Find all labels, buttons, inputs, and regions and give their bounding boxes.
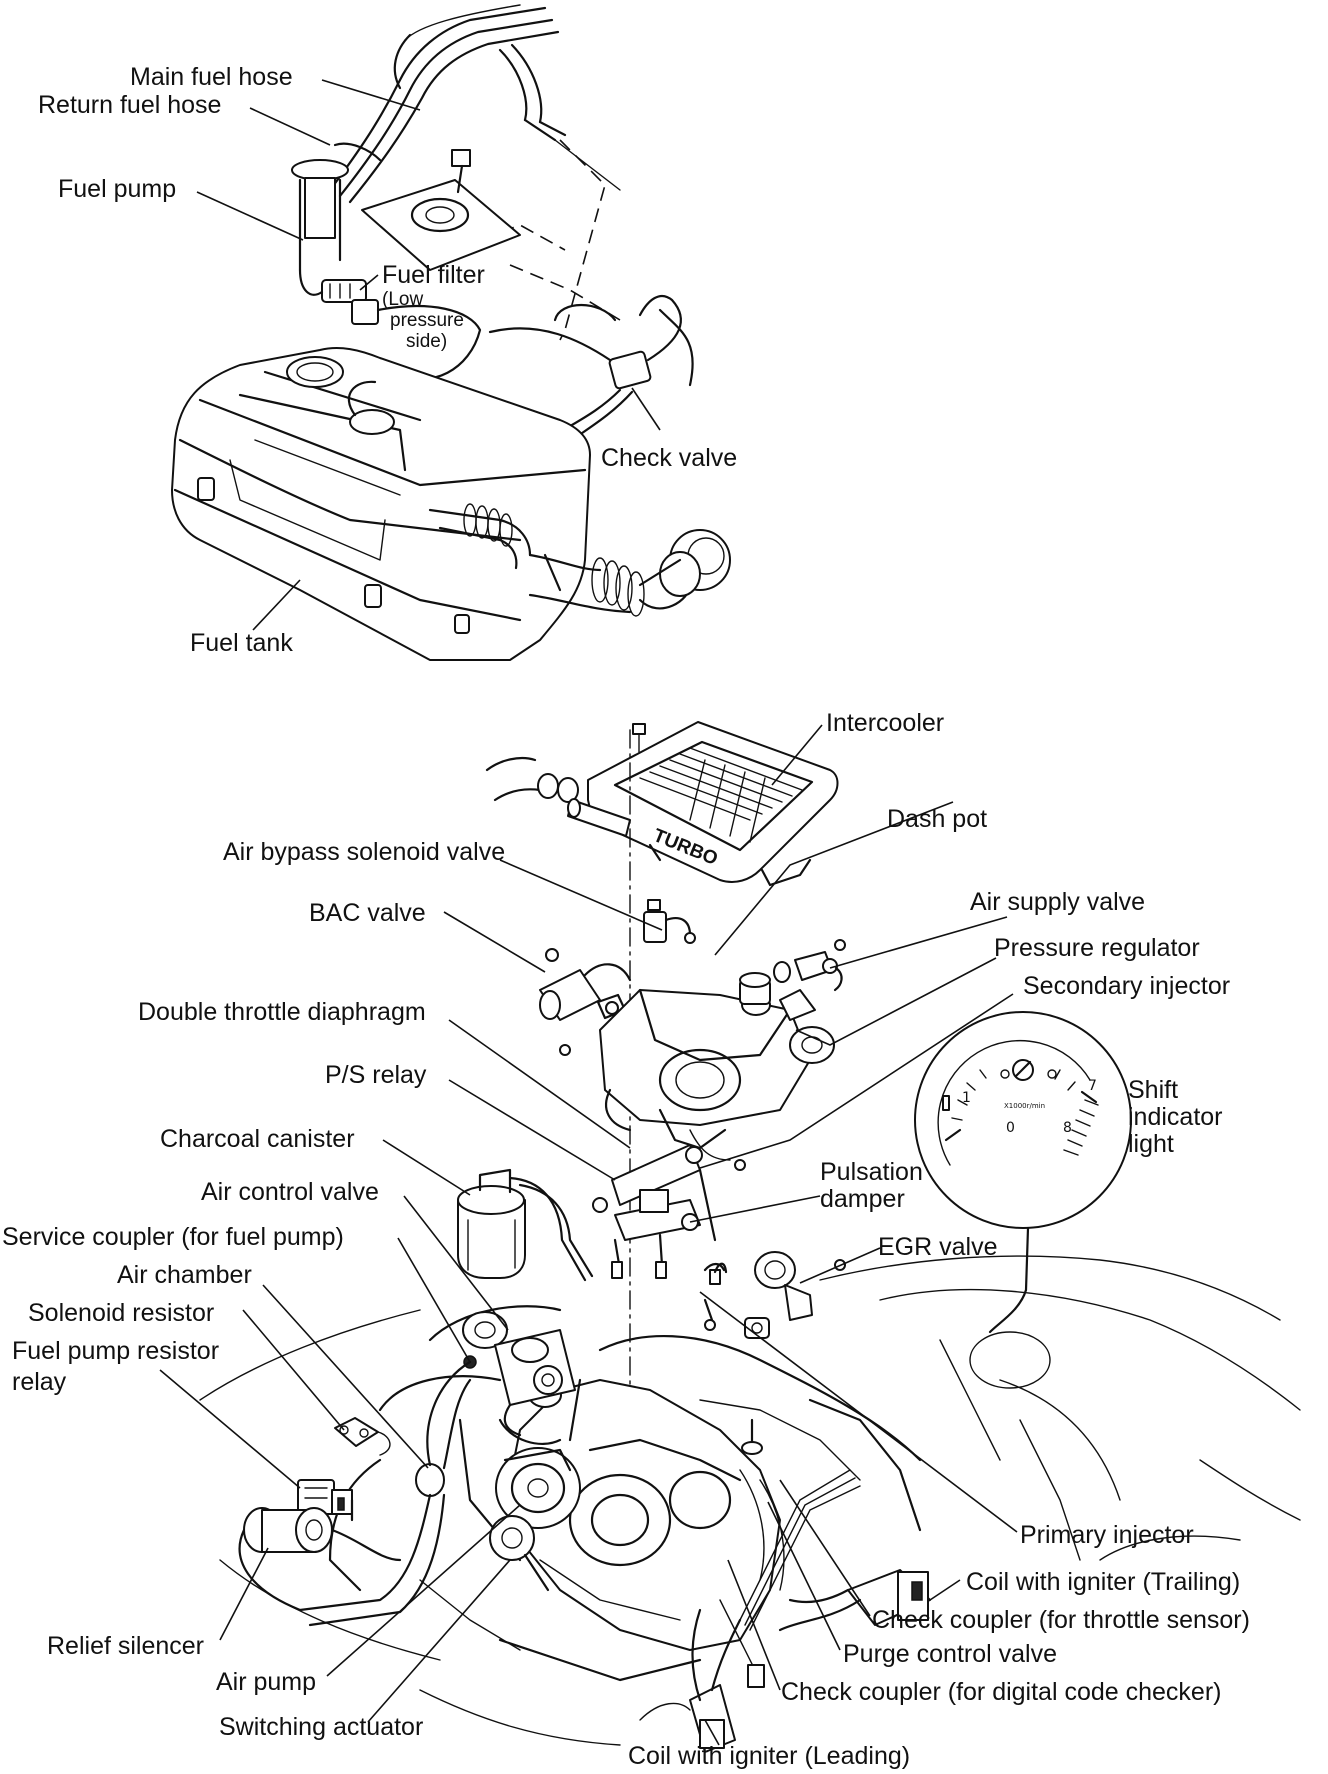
gauge-ticks <box>951 1069 1076 1121</box>
label-check-coupler-throttle: Check coupler (for throttle sensor) <box>872 1606 1250 1634</box>
fuel-pump-resistor-relay <box>297 1479 354 1522</box>
relief-silencer <box>238 1507 402 1612</box>
label-switching-actuator: Switching actuator <box>219 1713 423 1741</box>
label-intercooler: Intercooler <box>826 709 944 737</box>
leader-lines <box>159 79 1018 1746</box>
solenoid-resistor <box>334 1417 391 1456</box>
label-air-control-valve: Air control valve <box>201 1178 379 1206</box>
red-zone-hatch <box>1063 1099 1099 1156</box>
label-relief-silencer: Relief silencer <box>47 1632 204 1660</box>
fuel-pump-plate <box>361 149 521 271</box>
label-primary-injector: Primary injector <box>1020 1521 1194 1549</box>
label-fuel-filter-note-2: pressure <box>390 310 464 331</box>
fuel-system-illustration <box>171 4 731 661</box>
filler-hose-corrugation <box>463 503 645 617</box>
fuel-pump <box>291 142 382 325</box>
label-fuel-pump: Fuel pump <box>58 175 176 203</box>
coil-with-igniter-trailing <box>778 1569 931 1632</box>
gauge-number-1: 1 <box>962 1090 971 1106</box>
bac-valve <box>539 963 632 1021</box>
label-fuel-filter: Fuel filter <box>382 261 485 289</box>
label-shift-indicator-2: indicator <box>1128 1103 1223 1131</box>
label-shift-indicator-1: Shift <box>1128 1076 1178 1104</box>
engine-block <box>328 1305 922 1682</box>
label-ps-relay: P/S relay <box>325 1061 427 1089</box>
label-double-throttle-diaphragm: Double throttle diaphragm <box>138 998 426 1026</box>
egr-valve <box>703 1251 813 1339</box>
label-air-pump: Air pump <box>216 1668 316 1696</box>
label-pulsation-damper-1: Pulsation <box>820 1158 923 1186</box>
label-return-fuel-hose: Return fuel hose <box>38 91 221 119</box>
label-pressure-regulator: Pressure regulator <box>994 934 1200 962</box>
label-bac-valve: BAC valve <box>309 899 426 927</box>
label-coil-leading: Coil with igniter (Leading) <box>628 1742 910 1770</box>
fuel-rail <box>592 1144 726 1285</box>
air-supply-valve <box>773 951 843 992</box>
label-fuel-filter-note-1: (Low <box>382 289 423 310</box>
routing-dash-3 <box>509 264 621 321</box>
shift-indicator-gauge: 1 7 0 8 X1000r/min <box>914 1011 1132 1334</box>
label-purge-control-valve: Purge control valve <box>843 1640 1057 1668</box>
label-service-coupler: Service coupler (for fuel pump) <box>2 1223 344 1251</box>
check-valve <box>553 294 694 442</box>
label-charcoal-canister: Charcoal canister <box>160 1125 355 1153</box>
air-bypass-solenoid <box>643 911 696 944</box>
gauge-pointer-line <box>988 1226 1030 1334</box>
label-air-bypass-solenoid-valve: Air bypass solenoid valve <box>223 838 505 866</box>
label-solenoid-resistor: Solenoid resistor <box>28 1299 214 1327</box>
vehicle-body-outline <box>199 1255 1301 1746</box>
gauge-number-7: 7 <box>1088 1078 1097 1094</box>
switching-actuator <box>489 1515 550 1592</box>
intercooler-fins <box>639 747 803 843</box>
coil-with-igniter-leading <box>689 1608 742 1753</box>
gauge-number-8: 8 <box>1063 1120 1072 1136</box>
label-dash-pot: Dash pot <box>887 805 987 833</box>
throttle-body <box>599 972 835 1171</box>
label-fuel-pump-resistor-relay-2: relay <box>12 1368 67 1396</box>
label-check-valve: Check valve <box>601 444 737 472</box>
label-air-supply-valve: Air supply valve <box>970 888 1145 916</box>
label-air-chamber: Air chamber <box>117 1261 252 1289</box>
label-check-coupler-digital: Check coupler (for digital code checker) <box>781 1678 1221 1706</box>
fuel-lines-bundle <box>328 4 621 204</box>
charcoal-canister <box>457 1168 594 1282</box>
gauge-number-0: 0 <box>1006 1120 1015 1136</box>
gauge-unit: X1000r/min <box>1004 1102 1045 1110</box>
engine-bay-illustration: TURBO <box>199 721 1301 1753</box>
label-fuel-pump-resistor-relay-1: Fuel pump resistor <box>12 1337 219 1365</box>
label-fuel-tank: Fuel tank <box>190 629 293 657</box>
intake-duct <box>485 756 631 837</box>
label-egr-valve: EGR valve <box>878 1233 997 1261</box>
routing-dash-1 <box>559 139 606 341</box>
routing-dash-2 <box>479 224 566 251</box>
fuel-tank <box>171 347 731 661</box>
label-shift-indicator-3: light <box>1128 1130 1174 1158</box>
callout-labels: Main fuel hose Return fuel hose Fuel pum… <box>2 63 1250 1770</box>
label-coil-trailing: Coil with igniter (Trailing) <box>966 1568 1240 1596</box>
label-pulsation-damper-2: damper <box>820 1185 905 1213</box>
label-secondary-injector: Secondary injector <box>1023 972 1230 1000</box>
label-main-fuel-hose: Main fuel hose <box>130 63 293 91</box>
label-fuel-filter-note-3: side) <box>406 331 447 352</box>
